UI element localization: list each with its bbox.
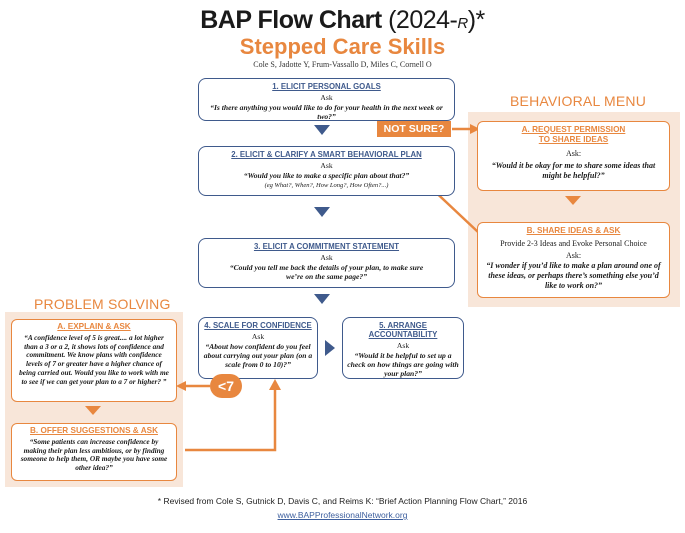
step-3-commitment: 3. ELICIT A COMMITMENT STATEMENT Ask “Co… — [198, 238, 455, 288]
menu-a-title-line2: TO SHARE IDEAS — [538, 135, 609, 144]
problem-solving-b-offer-suggestions: B. OFFER SUGGESTIONS & ASK “Some patient… — [11, 423, 177, 481]
step-1-elicit-goals: 1. ELICIT PERSONAL GOALS Ask “Is there a… — [198, 78, 455, 121]
menu-b-title: B. SHARE IDEAS & ASK — [526, 226, 621, 235]
title-year-close: )* — [467, 6, 486, 34]
step-3-question: “Could you tell me back the details of y… — [229, 263, 424, 281]
step-1-title: 1. ELICIT PERSONAL GOALS — [272, 82, 381, 91]
footer-link-row: www.BAPProfessionalNetwork.org — [0, 510, 685, 520]
footer-link[interactable]: www.BAPProfessionalNetwork.org — [277, 510, 408, 520]
step-4-scale-confidence: 4. SCALE FOR CONFIDENCE Ask “About how c… — [198, 317, 318, 379]
problem-solving-a-explain: A. EXPLAIN & ASK “A confidence level of … — [11, 319, 177, 402]
step-4-ask: Ask — [251, 332, 265, 341]
menu-a-title-line1: A. REQUEST PERMISSION — [521, 125, 626, 134]
step-1-question: “Is there anything you would like to do … — [210, 103, 443, 121]
arrow-menu-a-to-b — [565, 196, 581, 205]
ps-b-title: B. OFFER SUGGESTIONS & ASK — [30, 426, 158, 435]
footer-note: * Revised from Cole S, Gutnick D, Davis … — [157, 496, 528, 506]
title-year: (2024- — [388, 6, 458, 34]
ps-a-title: A. EXPLAIN & ASK — [57, 322, 131, 331]
ps-b-text: “Some patients can increase confidence b… — [20, 436, 168, 473]
title-revision: R — [457, 15, 468, 32]
menu-b-ask: Ask: — [565, 251, 582, 260]
step-3-title: 3. ELICIT A COMMITMENT STATEMENT — [253, 242, 400, 251]
subtitle: Stepped Care Skills — [239, 34, 446, 59]
step-2-ask: Ask — [320, 161, 333, 170]
arrow-ps-b-to-step4-line — [185, 388, 277, 452]
arrow-step2-to-step3 — [314, 207, 330, 217]
step-2-smart-plan: 2. ELICIT & CLARIFY A SMART BEHAVIORAL P… — [198, 146, 455, 196]
step-5-question: “Would it be helpful to set up a check o… — [347, 351, 459, 378]
step-2-note: (eg What?, When?, How Long?, How Often?.… — [264, 182, 389, 189]
authors: Cole S, Jadotte Y, Frum-Vassallo D, Mile… — [253, 60, 432, 69]
arrow-step1-to-step2 — [314, 125, 330, 135]
arrow-step4-to-step5 — [325, 340, 335, 356]
step-5-accountability: 5. ARRANGE ACCOUNTABILITY Ask “Would it … — [342, 317, 464, 379]
problem-solving-title: PROBLEM SOLVING — [34, 296, 171, 312]
step-1-ask: Ask — [320, 93, 333, 102]
menu-a-question: “Would it be okay for me to share some i… — [491, 161, 656, 180]
behavioral-menu-title: BEHAVIORAL MENU — [510, 93, 647, 109]
arrow-not-sure-head — [470, 124, 480, 134]
less-than-7-badge: <7 — [210, 374, 242, 398]
menu-b-question: “I wonder if you’d like to make a plan a… — [486, 261, 661, 290]
menu-b-text: Provide 2-3 Ideas and Evoke Personal Cho… — [500, 239, 647, 248]
step-5-title: 5. ARRANGE ACCOUNTABILITY — [368, 321, 438, 339]
arrow-ps-b-to-step4-head — [269, 379, 281, 390]
menu-a-ask: Ask: — [565, 149, 582, 158]
title-text: BAP Flow Chart — [200, 6, 389, 34]
step-2-title: 2. ELICIT & CLARIFY A SMART BEHAVIORAL P… — [231, 150, 422, 159]
step-3-ask: Ask — [320, 253, 333, 262]
step-4-question: “About how confident do you feel about c… — [203, 342, 313, 369]
page-title: BAP Flow Chart (2024-R)* — [0, 6, 685, 35]
step-5-ask: Ask — [396, 341, 410, 350]
step-2-question: “Would you like to make a specific plan … — [243, 171, 410, 180]
arrow-ps-a-to-b — [85, 406, 101, 415]
not-sure-badge: NOT SURE? — [377, 121, 451, 137]
step-4-title: 4. SCALE FOR CONFIDENCE — [204, 321, 312, 330]
arrow-lt7-head — [176, 381, 186, 391]
ps-a-text: “A confidence level of 5 is great.... a … — [19, 332, 169, 386]
behavioral-menu-b-share-ideas: B. SHARE IDEAS & ASK Provide 2-3 Ideas a… — [477, 222, 670, 298]
arrow-step3-to-step4 — [314, 294, 330, 304]
